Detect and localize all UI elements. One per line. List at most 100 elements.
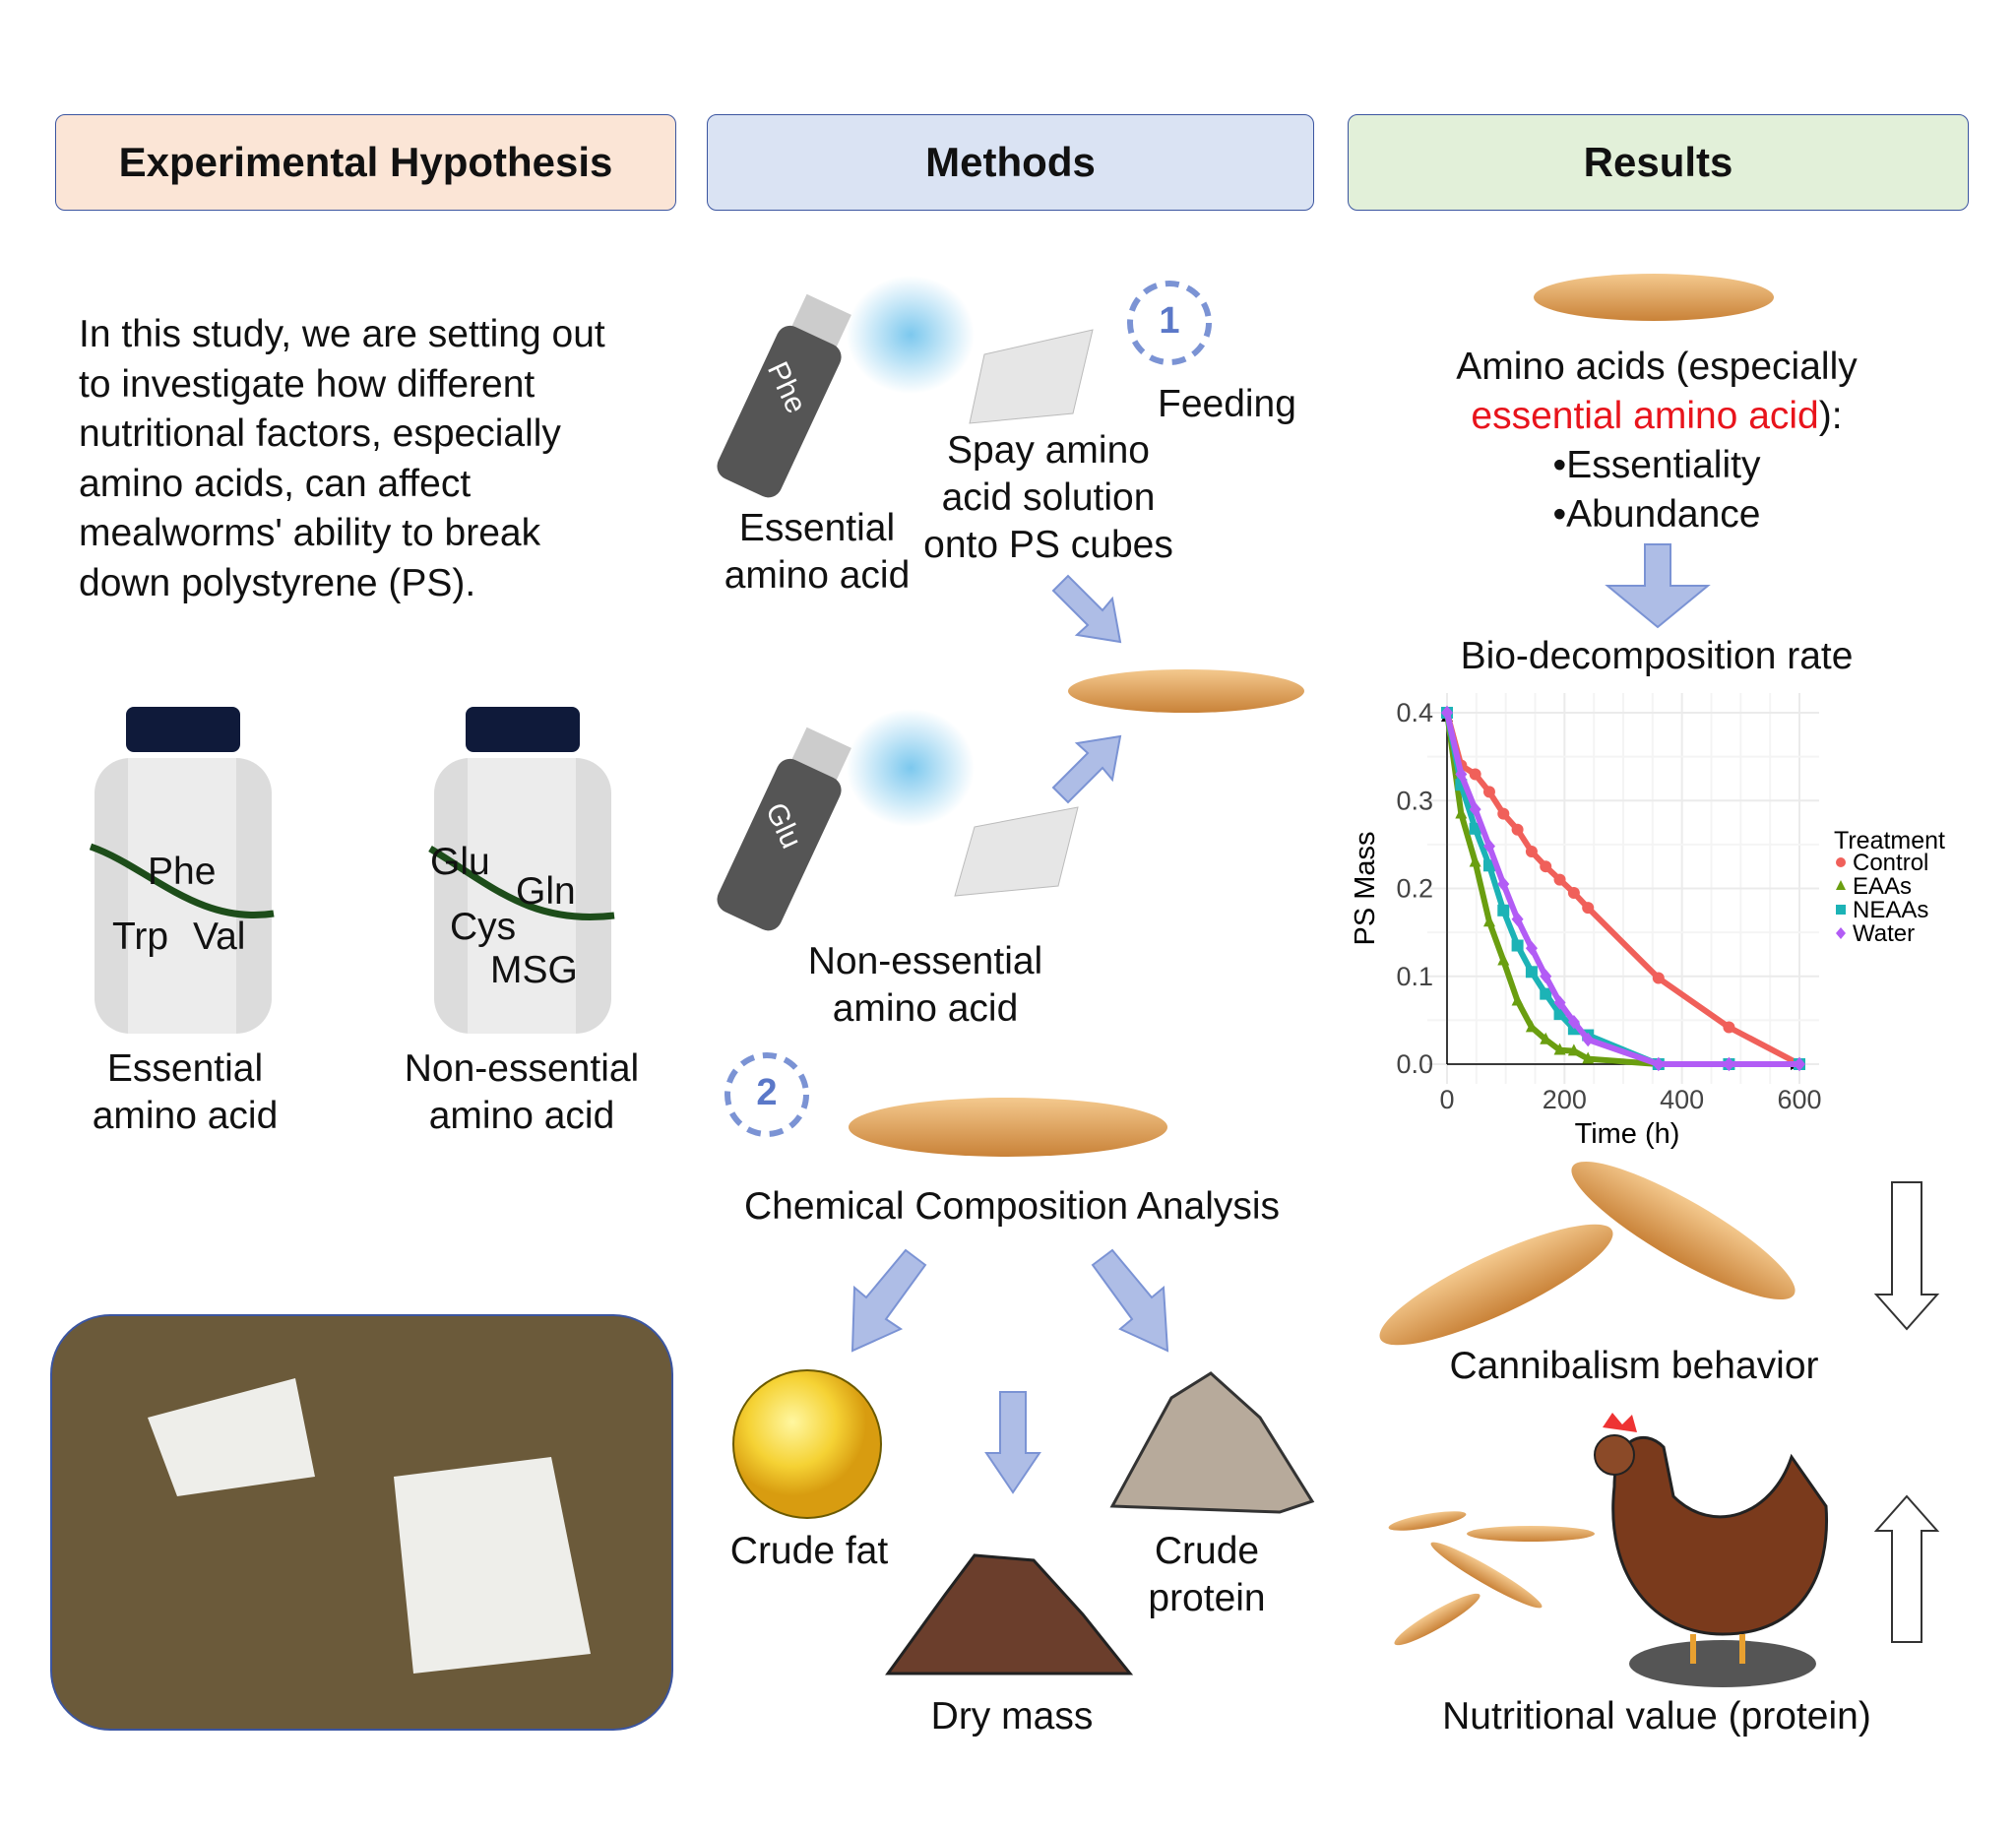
hypothesis-line: down polystyrene (PS).: [79, 561, 476, 604]
legend-label: EAAs: [1853, 873, 1912, 900]
data-point: [1482, 839, 1495, 853]
data-point: [1723, 1056, 1735, 1072]
data-point: [1567, 1043, 1580, 1056]
spray-text-line: acid solution: [941, 476, 1156, 519]
hypothesis-text: In this study, we are setting out to inv…: [79, 310, 605, 608]
decrease-arrow-icon: [1873, 1181, 1940, 1331]
legend-title: Treatment: [1834, 827, 1945, 854]
data-point: [1582, 1032, 1595, 1047]
nonessential-bottle-icon: [428, 707, 615, 1034]
data-point: [1794, 1056, 1805, 1072]
caption-line: amino acid: [428, 1095, 615, 1137]
legend-label: NEAAs: [1853, 897, 1928, 923]
bottle-label: Trp: [112, 916, 169, 958]
crude-fat-icon: [732, 1369, 882, 1519]
data-point: [1582, 1051, 1595, 1064]
data-point: [1511, 823, 1524, 836]
x-axis-label: Time (h): [1575, 1118, 1680, 1150]
data-point: [1525, 940, 1538, 956]
amino-acids-text: Amino acids (especially essential amino …: [1378, 343, 1935, 539]
data-point: [1482, 915, 1495, 927]
data-point: [1652, 972, 1665, 984]
label-line: amino acid: [724, 554, 911, 597]
ps-cube-icon: [969, 329, 1094, 424]
essential-bottle-icon: [89, 707, 275, 1034]
data-point: [1469, 822, 1481, 835]
dry-mass-icon: [885, 1553, 1134, 1675]
data-point: [1723, 1021, 1735, 1034]
header-hypothesis: Experimental Hypothesis: [55, 114, 676, 211]
data-point: [1553, 873, 1566, 886]
mealworm-icon: [1571, 1162, 1796, 1299]
data-point: [1511, 912, 1524, 926]
data-point: [1497, 953, 1510, 966]
data-point: [1836, 927, 1846, 939]
bottle-label: Glu: [430, 841, 490, 883]
small-mealworms-icon: [1388, 1511, 1595, 1646]
legend-label: Control: [1853, 850, 1928, 876]
hypothesis-line: In this study, we are setting out: [79, 313, 605, 355]
mist-icon: [847, 276, 975, 394]
header-methods: Methods: [707, 114, 1314, 211]
highlight-text: essential amino acid: [1471, 395, 1819, 437]
step2-circle: [724, 1052, 809, 1137]
caption-line: Essential: [106, 1047, 264, 1090]
y-axis-label: PS Mass: [1350, 831, 1381, 945]
crude-fat-label: Crude fat: [729, 1530, 889, 1572]
data-point: [1553, 995, 1566, 1010]
step1-number: 1: [1159, 300, 1180, 342]
data-point: [1540, 1032, 1552, 1044]
y-tick-label: 0.1: [1396, 962, 1433, 991]
x-tick-label: 0: [1439, 1085, 1454, 1114]
x-tick-label: 200: [1543, 1085, 1587, 1114]
bullet: •Abundance: [1552, 493, 1761, 536]
hypothesis-line: amino acids, can affect: [79, 462, 472, 505]
nutrition-label: Nutritional value (protein): [1442, 1695, 1871, 1738]
label-line: Essential: [738, 507, 896, 549]
data-point: [1836, 905, 1846, 915]
label-line: protein: [1148, 1577, 1266, 1619]
legend-label: Water: [1853, 920, 1915, 947]
caption-line: amino acid: [92, 1095, 279, 1137]
bottle-label: Phe: [148, 851, 217, 893]
header-results: Results: [1348, 114, 1969, 211]
mealworm-icon: [1068, 669, 1304, 713]
data-point: [1469, 854, 1481, 867]
data-point: [1836, 880, 1846, 890]
data-point: [1836, 857, 1846, 867]
data-point: [1525, 1020, 1538, 1033]
data-point: [1497, 904, 1510, 916]
data-point: [1511, 993, 1524, 1006]
x-tick-label: 600: [1777, 1085, 1821, 1114]
mealworm-icon: [1534, 274, 1774, 321]
nonessential-caption: Non-essential amino acid: [374, 1045, 669, 1140]
data-point: [1652, 1056, 1665, 1072]
mealworm-photo: [50, 1314, 673, 1731]
bio-rate-label: Bio-decomposition rate: [1460, 635, 1854, 677]
data-point: [1482, 859, 1495, 872]
caption-line: Non-essential: [404, 1047, 640, 1090]
label-line: Non-essential: [807, 940, 1043, 982]
spray-bottle-glu-icon: [717, 727, 851, 931]
step2-number: 2: [756, 1072, 778, 1113]
data-point: [1455, 806, 1468, 819]
increase-arrow-icon: [1873, 1494, 1940, 1643]
data-point: [1511, 939, 1524, 952]
hypothesis-line: mealworms' ability to break: [79, 512, 541, 554]
text-line: Amino acids (especially: [1456, 346, 1858, 388]
data-point: [1525, 966, 1538, 979]
hypothesis-line: nutritional factors, especially: [79, 412, 561, 455]
suffix-text: ):: [1818, 395, 1843, 437]
data-point: [1482, 786, 1495, 798]
bottle-label: Gln: [516, 870, 576, 913]
x-tick-label: 400: [1660, 1085, 1704, 1114]
data-point: [1540, 987, 1552, 1000]
crude-protein-label: Crude protein: [1108, 1528, 1305, 1622]
y-tick-label: 0.3: [1396, 786, 1433, 815]
data-point: [1567, 886, 1580, 899]
arrow-icon: [850, 543, 1711, 1494]
data-point: [1469, 768, 1481, 781]
